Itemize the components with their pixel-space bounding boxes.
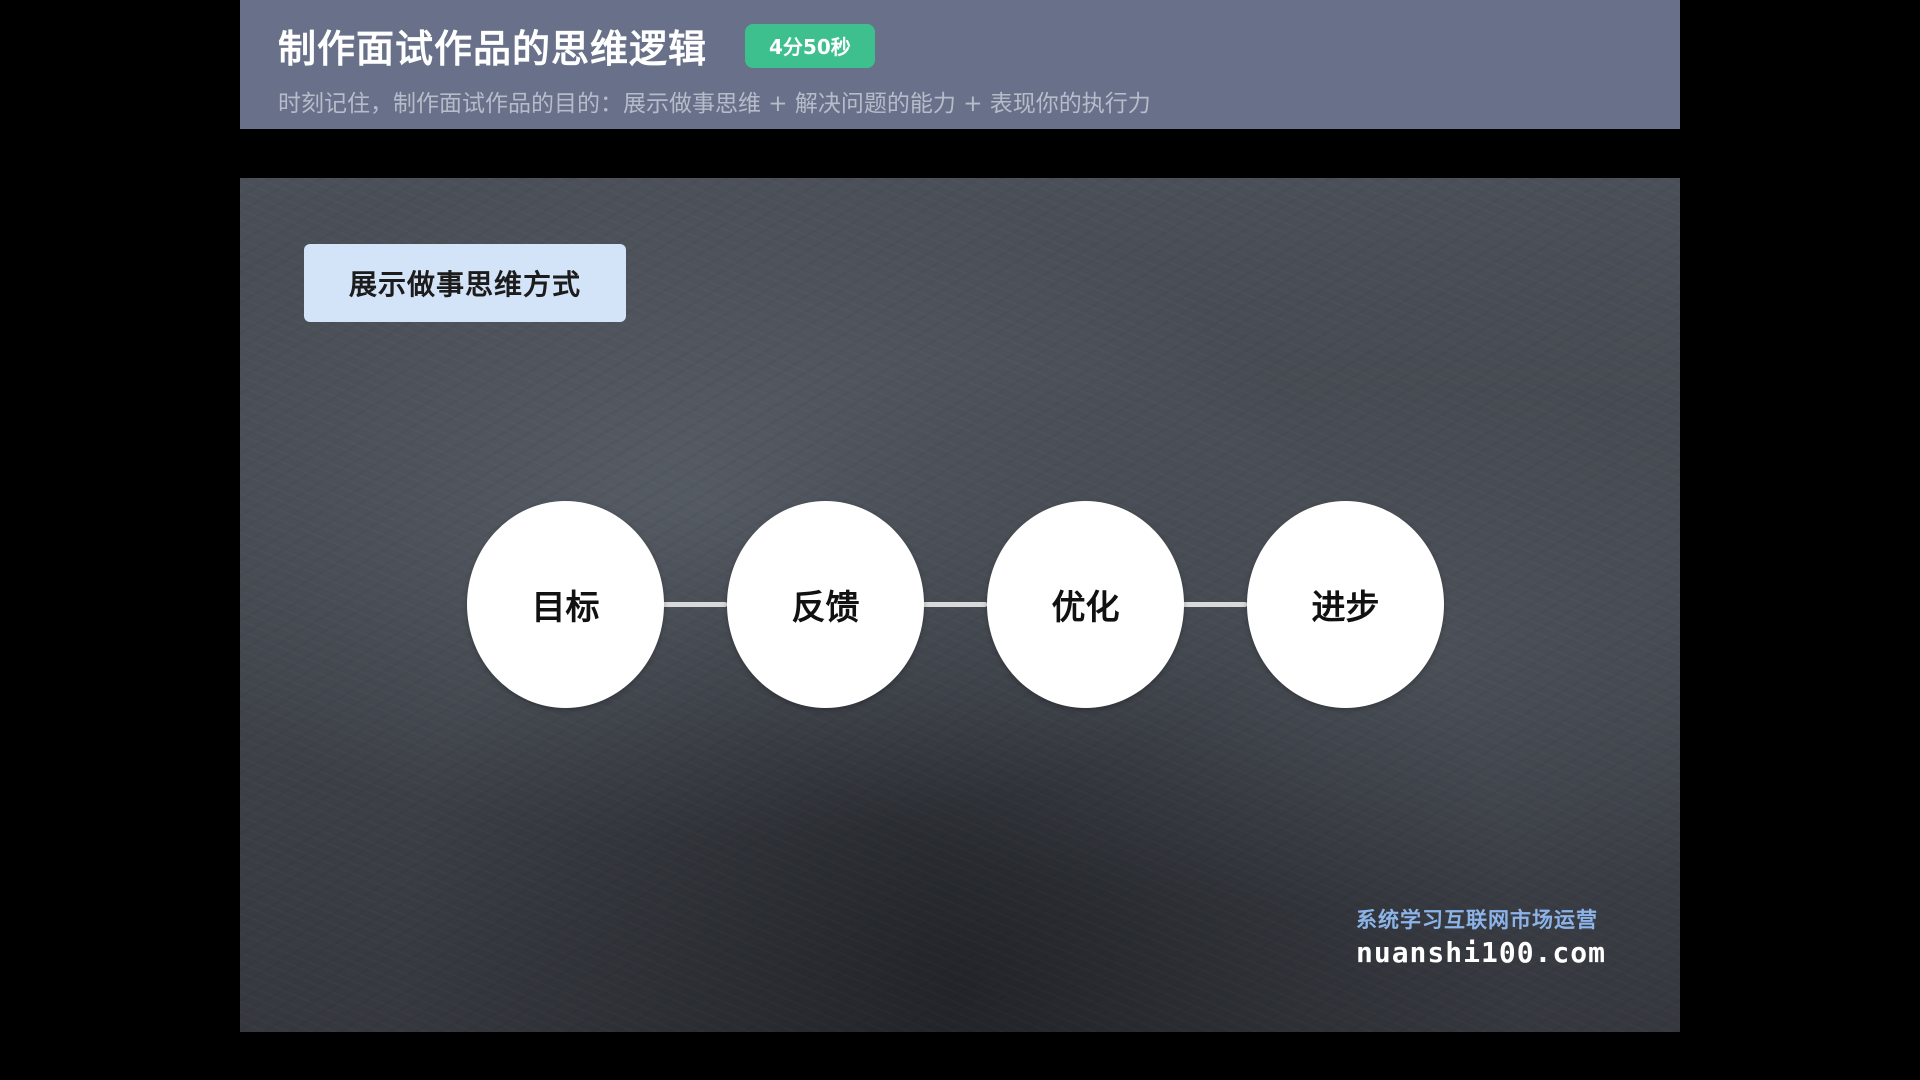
brand-watermark: 系统学习互联网市场运营 nuanshi100.com: [1356, 904, 1606, 969]
title-row: 制作面试作品的思维逻辑 4分50秒: [278, 18, 875, 73]
duration-badge: 4分50秒: [745, 23, 875, 68]
chalkboard-slide: 展示做事思维方式 目标 反馈 优化 进步 系统学习互联网市场运营 nuanshi…: [240, 178, 1680, 1032]
flow-step-optimize: 优化: [987, 501, 1184, 708]
flow-step-feedback: 反馈: [727, 501, 924, 708]
flow-step-progress: 进步: [1247, 501, 1444, 708]
flow-step-goal: 目标: [467, 501, 664, 708]
slide-title: 制作面试作品的思维逻辑: [278, 27, 708, 71]
thinking-flow: 目标 反馈 优化 进步: [467, 501, 1444, 708]
section-tag: 展示做事思维方式: [304, 244, 626, 322]
flow-connector: [1177, 602, 1247, 607]
flow-connector: [917, 602, 987, 607]
flow-connector: [657, 602, 727, 607]
slide-header: 制作面试作品的思维逻辑 4分50秒 时刻记住，制作面试作品的目的：展示做事思维 …: [240, 0, 1680, 129]
brand-tagline: 系统学习互联网市场运营: [1355, 908, 1598, 932]
brand-site: nuanshi100.com: [1355, 936, 1606, 969]
slide-subtitle: 时刻记住，制作面试作品的目的：展示做事思维 + 解决问题的能力 + 表现你的执行…: [278, 91, 1151, 117]
